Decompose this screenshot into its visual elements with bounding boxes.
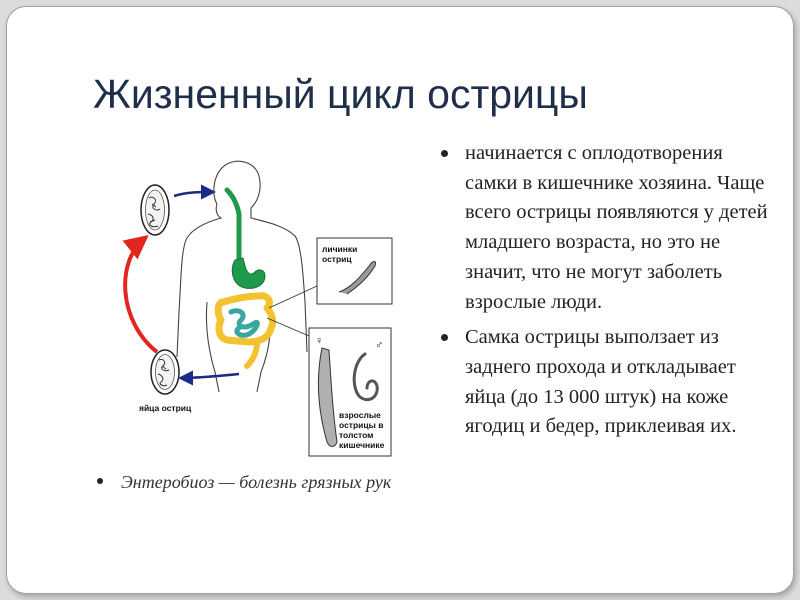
bullet-dot — [441, 150, 448, 157]
esophagus-stomach — [224, 187, 266, 289]
bullet-text: начинается с оплодотворения самки в кише… — [465, 142, 768, 313]
pinworm-lifecycle-diagram: яйца остриц личинки остриц ♀ ♂ взрослые … — [122, 160, 393, 457]
arrow-body-to-egg — [178, 370, 240, 386]
bullet-dot — [97, 478, 103, 484]
male-worm — [352, 352, 379, 402]
bullet-item: Энтеробиоз — болезнь грязных рук — [95, 469, 395, 495]
label-larvae-2: остриц — [322, 254, 352, 264]
esophagus — [224, 187, 242, 265]
adults-box: ♀ ♂ взрослые острицы в толстом кишечнике — [308, 327, 392, 457]
bullet-item: начинается с оплодотворения самки в кише… — [439, 139, 779, 317]
cycle-arrow — [122, 234, 159, 354]
rectum — [244, 339, 260, 369]
male-symbol: ♂ — [375, 339, 383, 351]
bullet-list-right: начинается с оплодотворения самки в кише… — [439, 139, 779, 448]
female-symbol: ♀ — [315, 335, 323, 347]
label-adults-2: острицы в — [339, 420, 383, 430]
label-adults-1: взрослые — [339, 410, 381, 420]
label-adults-3: толстом — [339, 430, 373, 440]
slide-title: Жизненный цикл острицы — [93, 71, 588, 117]
egg-top — [140, 184, 170, 236]
bullet-dot — [441, 334, 448, 342]
stomach — [231, 257, 266, 289]
connector-larvae — [268, 285, 318, 309]
label-adults-4: кишечнике — [339, 440, 385, 450]
larvae-box: личинки остриц — [316, 237, 393, 305]
connector-adults — [266, 317, 310, 337]
label-larvae-1: личинки — [322, 244, 357, 254]
bullet-item: Самка острицы выползает из заднего прохо… — [439, 323, 779, 442]
arrow-egg-to-mouth — [173, 184, 216, 200]
large-intestine — [214, 292, 277, 346]
bullet-list-left: Энтеробиоз — болезнь грязных рук — [95, 469, 395, 495]
label-eggs: яйца остриц — [139, 403, 192, 413]
egg-bottom — [150, 349, 180, 395]
bullet-text: Самка острицы выползает из заднего прохо… — [465, 326, 737, 438]
slide: Жизненный цикл острицы — [6, 6, 794, 594]
female-worm — [317, 347, 338, 447]
larva-worm — [338, 261, 376, 295]
small-intestine — [228, 308, 260, 338]
bullet-text: Энтеробиоз — болезнь грязных рук — [121, 472, 392, 492]
